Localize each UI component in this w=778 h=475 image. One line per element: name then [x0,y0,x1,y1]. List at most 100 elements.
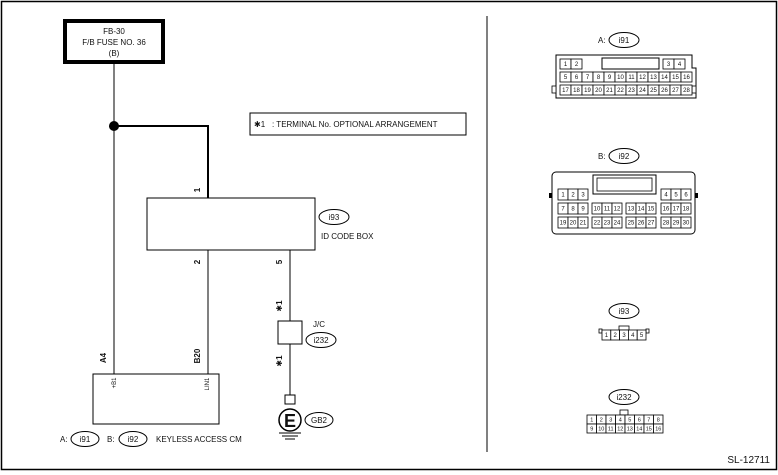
pin-cell [673,58,686,70]
pin-number: 11 [628,75,635,81]
pin-number: 1 [561,193,565,199]
pin-number: 15 [672,75,679,81]
pin-number: 4 [664,193,668,199]
connector-a-key [601,57,660,70]
pin-number: 24 [614,221,621,227]
connector-a-tag [608,32,640,48]
pin-number: 10 [617,75,624,81]
pin-number: 21 [580,221,587,227]
cm-prefix-a: A: [60,435,68,444]
pin-number: 14 [636,426,642,432]
pin-number: 30 [683,221,690,227]
fuse-box [63,19,165,64]
pin-number: 3 [609,417,612,423]
pin-number: 6 [638,417,641,423]
pin-cell [645,216,657,229]
pin-number: 26 [638,221,645,227]
pin-number: 2 [571,193,575,199]
id-box-pin-5: 5 [275,259,284,264]
pin-number: 25 [650,88,657,94]
connector-tag-i232-text: i232 [313,336,329,345]
connector-tag-i91-text: i91 [80,435,91,444]
pin-cell [680,84,693,96]
jc-label: J/C [313,320,325,329]
pin-number: 16 [683,75,690,81]
pin-number: 8 [657,417,660,423]
pin-cell [680,216,692,229]
pin-number: 13 [627,426,633,432]
connector-b-key-inner [596,177,653,192]
pin-number: 19 [584,88,591,94]
pin-number: 11 [608,426,614,432]
pin-number: 18 [573,88,580,94]
pin-number: 7 [561,207,565,213]
pin-number: 1 [590,417,593,423]
pin-number: 5 [640,333,644,339]
pin-number: 3 [667,62,671,68]
jc-star-bottom: ✱1 [275,355,284,367]
cm-pin-b20: B20 [193,348,202,363]
pin-number: 22 [594,221,601,227]
id-box-pin-2: 2 [193,259,202,264]
pin-number: 21 [606,88,613,94]
pin-cell [680,71,693,83]
pin-cell [680,188,692,201]
pin-number: 4 [619,417,622,423]
connector-d-key [619,409,629,416]
ground-symbol: E [284,411,296,431]
pin-number: 10 [598,426,604,432]
jc-star-top: ✱1 [275,300,284,312]
connector-c-latch-right [645,328,650,334]
pin-number: 7 [586,75,590,81]
id-code-box [146,197,316,251]
wire-to-id-box-pin-1 [114,125,209,198]
pin-number: 6 [575,75,579,81]
fuse-line-2: F/B FUSE NO. 36 [82,38,146,47]
connector-d-name: i232 [616,393,632,402]
pin-number: 8 [571,207,575,213]
pin-number: 20 [595,88,602,94]
pin-cell [570,58,583,70]
connector-c-tag [608,303,640,319]
note-star: ✱1 [254,120,266,129]
keyless-access-cm-box [92,373,220,425]
connector-a-latch-left [551,85,557,94]
pin-number: 7 [647,417,650,423]
connector-b-latch-left [549,193,552,198]
pin-number: 1 [564,62,568,68]
connector-a-latch-right [691,85,697,94]
connector-b-latch-right [695,193,698,198]
pin-number: 12 [639,75,646,81]
pin-number: 19 [560,221,567,227]
pin-number: 24 [639,88,646,94]
pin-number: 25 [628,221,635,227]
pin-number: 15 [646,426,652,432]
connector-b-prefix: B: [598,152,606,161]
pin-number: 18 [683,207,690,213]
connector-c-latch-left [598,328,603,334]
connector-tag-i92 [118,431,148,447]
pin-number: 2 [614,333,618,339]
pin-number: 2 [600,417,603,423]
pin-cell [577,202,589,215]
pin-cell [577,216,589,229]
pin-number: 3 [581,193,585,199]
ground-terminal [284,394,296,405]
note-box [249,112,467,136]
pin-cell [611,216,623,229]
connector-tag-gb2-text: GB2 [311,416,328,425]
ground-circle [278,408,302,432]
pin-number: 22 [617,88,624,94]
keyless-access-cm-label: KEYLESS ACCESS CM [156,435,242,444]
pin-number: 27 [672,88,679,94]
id-box-pin-1: 1 [193,187,202,192]
cm-label-b1: +B1 [112,377,118,389]
pin-cell [653,423,664,434]
pin-number: 28 [683,88,690,94]
pin-number: 28 [663,221,670,227]
